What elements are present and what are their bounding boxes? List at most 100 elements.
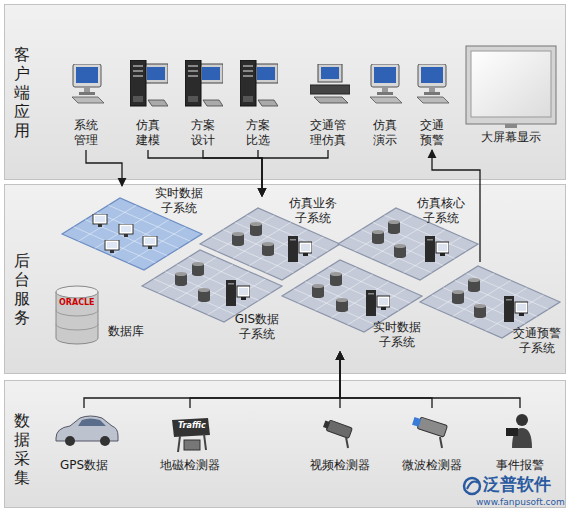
disk-icon — [388, 220, 400, 234]
connector — [432, 150, 480, 262]
watermark-url: www.fanpusoft.com — [476, 497, 565, 507]
database-body — [56, 292, 98, 344]
platform-grid — [78, 205, 136, 241]
source-node: 微波检测器 — [392, 408, 472, 484]
desktop-icon — [310, 64, 350, 103]
microwave-mount — [440, 437, 442, 448]
connector — [262, 150, 328, 196]
sign-leg — [204, 434, 206, 450]
node-label: 事件报警 — [492, 458, 548, 473]
platform-grid — [348, 289, 406, 325]
connector — [190, 352, 340, 408]
platform-grid — [354, 215, 412, 251]
platform-grid — [298, 267, 356, 303]
connector — [340, 352, 432, 408]
platform-grid — [188, 257, 270, 293]
client-icons — [72, 60, 449, 106]
platform-grid — [328, 267, 410, 303]
car-body — [56, 416, 118, 441]
disk-icon — [192, 262, 204, 276]
platform-grid — [95, 212, 153, 248]
platform-grid — [191, 272, 249, 308]
connector — [340, 352, 520, 408]
node-label: 方案比选 — [245, 118, 271, 148]
screen-face — [471, 51, 551, 117]
node-label: 仿真建模 — [135, 118, 161, 148]
node-label: GPS数据 — [54, 458, 114, 473]
disk-icon — [232, 232, 244, 246]
client-node: 仿真演示 — [363, 58, 407, 150]
source-node: 视频检测器 — [300, 408, 380, 484]
platform-grid — [436, 273, 494, 309]
platform-grid — [249, 230, 307, 266]
microwave-detector-icon — [411, 415, 447, 448]
video-camera-icon — [322, 419, 352, 448]
disk-icon — [312, 284, 324, 298]
platform-grid — [216, 215, 274, 251]
screen-stand — [505, 124, 517, 128]
alarm-camera — [506, 428, 518, 436]
platform-shape — [142, 250, 282, 322]
workstation-icon — [240, 60, 278, 106]
subsystem-platform: 交通预警子系统 — [416, 262, 566, 358]
database-top — [56, 286, 98, 298]
node-label: 视频检测器 — [307, 458, 373, 473]
node-label: 实时数据子系统 — [152, 186, 206, 216]
platform-grid — [466, 273, 548, 309]
disk-icon — [394, 244, 406, 258]
platform-icons — [93, 214, 528, 322]
car-wheel — [65, 436, 75, 446]
client-node: 交通预警 — [410, 58, 454, 150]
sign-leg — [178, 436, 180, 452]
layer-band: 客户端应用系统管理 仿真建模 方案设计 方案比选 交通管理仿真仿真演示交通预警大屏幕显示 — [4, 4, 566, 180]
node-label: GIS数据子系统 — [230, 312, 284, 342]
source-node: 事件报警 — [485, 408, 555, 484]
platform-grid — [469, 288, 527, 324]
node-label: 系统管理 — [73, 118, 99, 148]
disk-icon — [452, 290, 464, 304]
client-node: 仿真建模 — [126, 58, 170, 150]
platform-grid — [387, 230, 445, 266]
layer-heading: 客户端应用 — [13, 45, 31, 140]
disk-icon — [372, 230, 384, 244]
connector — [84, 352, 340, 408]
node-label: 数据库 — [106, 324, 146, 339]
monitor-icon — [143, 236, 157, 249]
node-label: 微波检测器 — [399, 458, 465, 473]
monitor-icon — [105, 240, 119, 253]
person-head — [516, 414, 528, 426]
node-label: 地磁检测器 — [157, 458, 223, 473]
platform-grid — [208, 279, 266, 315]
server-icon — [288, 236, 312, 262]
car-wheel — [100, 436, 110, 446]
microwave-body — [411, 415, 447, 437]
disk-icon — [336, 298, 348, 312]
subsystem-platform: GIS数据子系统 — [138, 246, 288, 342]
display-node: 大屏幕显示 — [462, 42, 560, 150]
sign-text: Traffic — [178, 421, 206, 430]
computer-icon — [72, 64, 104, 103]
platform-grid — [315, 274, 373, 310]
watermark: 泛普软件 — [483, 475, 551, 495]
node-label: 仿真业务子系统 — [286, 196, 340, 226]
node-label: 方案设计 — [190, 118, 216, 148]
client-node: 方案比选 — [236, 58, 280, 150]
server-icon — [504, 296, 528, 322]
platform-grid — [371, 222, 429, 258]
platform-grid — [158, 257, 216, 293]
sign-box — [184, 440, 200, 450]
disk-icon — [474, 304, 486, 318]
platform-grid — [404, 237, 462, 273]
sign-board — [172, 418, 210, 437]
client-node: 方案设计 — [181, 58, 225, 150]
disk-icon — [262, 242, 274, 256]
node-label: 大屏幕显示 — [476, 130, 546, 145]
node-label: 交通管理仿真 — [309, 118, 347, 148]
platform-grid — [233, 222, 291, 258]
car-window — [78, 419, 106, 427]
client-node: 系统管理 — [66, 58, 106, 150]
layer-heading: 数据采集 — [13, 411, 31, 487]
node-label: 仿真演示 — [372, 118, 398, 148]
